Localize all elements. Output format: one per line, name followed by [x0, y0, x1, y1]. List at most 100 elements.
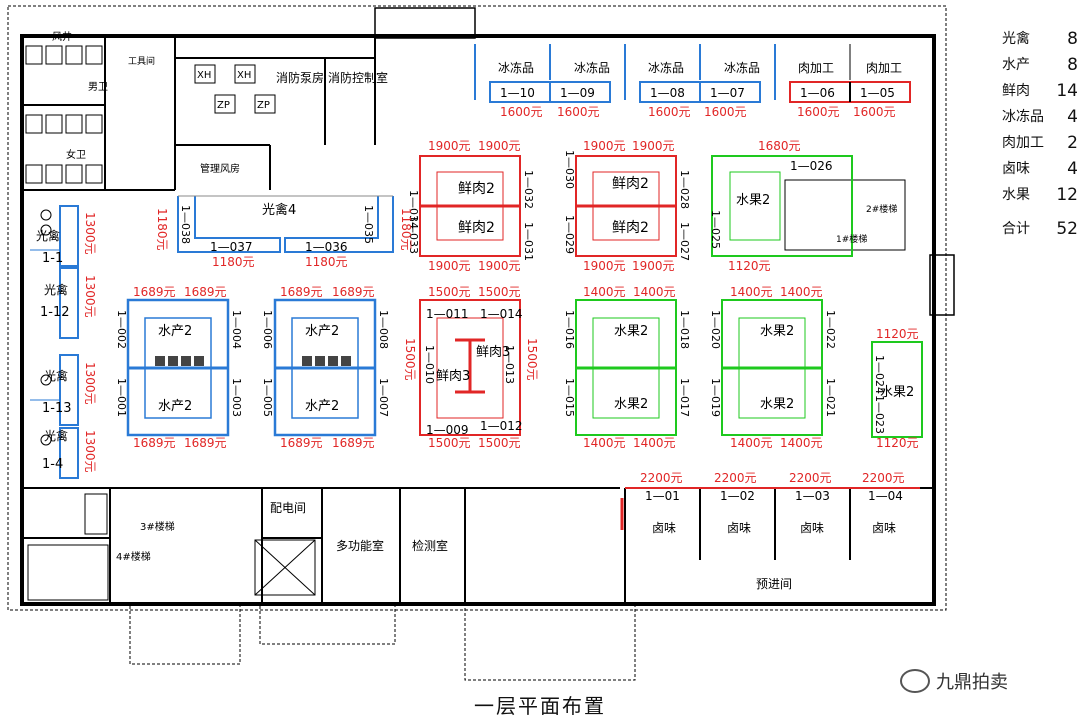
room-label: ZP: [217, 100, 230, 111]
group-label: 水果2: [760, 324, 794, 339]
price-label: 1120元: [876, 436, 919, 450]
price-label: 1300元: [83, 430, 97, 473]
group-label: 鲜肉2: [612, 220, 649, 236]
group-label: 冰冻品: [574, 60, 610, 75]
group-label: 水果2: [736, 193, 770, 208]
watermark-text: 九鼎拍卖: [936, 672, 1008, 693]
legend-total-count: 52: [1056, 219, 1078, 239]
group-label: 肉加工: [798, 61, 834, 75]
stall-labels-vertical: 1—034 1—033 1—032 1—031 1—030 1—029 1—02…: [115, 150, 886, 434]
stall-label: 1—025: [709, 210, 722, 249]
price-label: 1900元: [428, 139, 471, 153]
stall-label: 1-4: [42, 457, 63, 472]
room-label: 4#楼梯: [116, 550, 151, 563]
stall-label: 1—032: [522, 170, 535, 209]
room-label: 女卫: [66, 148, 86, 161]
pump-units: [194, 64, 276, 114]
braised-row: [620, 487, 920, 530]
toilet-fixtures: [25, 45, 103, 446]
room-label: 工具间: [128, 55, 155, 67]
price-label: 1900元: [478, 259, 521, 273]
price-label: 1400元: [730, 436, 773, 450]
price-label: 1689元: [332, 436, 375, 450]
legend-count: 12: [1056, 185, 1078, 205]
group-label: 鲜肉3: [476, 345, 510, 360]
price-labels: 1600元 1600元 1600元 1600元 1600元 1600元 1900…: [83, 105, 919, 485]
price-label: 1689元: [133, 436, 176, 450]
group-label: 卤味: [800, 521, 824, 535]
stall-label: 1—029: [563, 215, 576, 254]
room-label: XH: [197, 70, 211, 81]
group-label: 水果2: [614, 324, 648, 339]
stall-label: 1—035: [362, 205, 375, 244]
group-label: 肉加工: [866, 61, 902, 75]
price-label: 1689元: [133, 285, 176, 299]
stall-label: 1—034: [407, 190, 420, 229]
group-label: 卤味: [727, 521, 751, 535]
group-label: 水产2: [158, 324, 192, 339]
price-label: 1680元: [758, 139, 801, 153]
legend-total-name: 合计: [1002, 221, 1030, 237]
plan-title: 一层平面布置: [474, 694, 606, 718]
price-label: 1500元: [525, 338, 539, 381]
stall-label: 1—007: [377, 378, 390, 417]
legend-count: 2: [1067, 133, 1078, 153]
stall-label: 1—08: [650, 86, 685, 100]
building-walls: [7, 5, 955, 681]
poultry-column: [30, 205, 79, 479]
price-label: 2200元: [640, 471, 683, 485]
stall-label: 1—010: [423, 345, 436, 384]
group-label: 水产2: [305, 399, 339, 414]
price-label: 2200元: [714, 471, 757, 485]
stall-label: 1—013: [503, 345, 516, 384]
legend-name: 冰冻品: [1002, 109, 1044, 125]
price-label: 1900元: [583, 139, 626, 153]
price-label: 1900元: [632, 259, 675, 273]
stall-label: 1—015: [563, 378, 576, 417]
freshmeat-blocks: [419, 155, 677, 436]
group-label: 鲜肉2: [458, 220, 495, 236]
price-label: 1180元: [399, 208, 413, 251]
stall-label: 1—033: [407, 215, 420, 254]
stall-label: 1—002: [115, 310, 128, 349]
legend-count: 4: [1067, 159, 1078, 179]
price-label: 1900元: [632, 139, 675, 153]
group-label: 水果2: [880, 385, 914, 400]
legend-count: 14: [1056, 81, 1078, 101]
room-label: 1#楼梯: [836, 233, 867, 245]
group-label: 冰冻品: [724, 60, 760, 75]
stall-label: 1—020: [709, 310, 722, 349]
legend-row: 卤味 4: [1002, 156, 1078, 182]
stall-label: 1—006: [261, 310, 274, 349]
stall-labels: 1—10 1—09 1—08 1—07 1—06 1—05 1—026 1—03…: [40, 86, 903, 503]
price-label: 1400元: [780, 436, 823, 450]
price-label: 1600元: [853, 105, 896, 119]
stall-label: 1—036: [305, 240, 348, 254]
fruit-blocks: [575, 155, 923, 438]
stall-label: 1—003: [230, 378, 243, 417]
price-label: 1500元: [403, 338, 417, 381]
group-label: 水产2: [305, 324, 339, 339]
room-label: XH: [237, 70, 251, 81]
stall-label: 1-12: [40, 305, 70, 320]
price-label: 1300元: [83, 275, 97, 318]
stall-label: 1—004: [230, 310, 243, 349]
price-label: 1400元: [583, 285, 626, 299]
price-label: 1900元: [583, 259, 626, 273]
stall-label: 1—03: [795, 489, 830, 503]
group-label: 水果2: [614, 397, 648, 412]
room-label: 男卫: [88, 81, 108, 93]
price-label: 1500元: [478, 436, 521, 450]
legend-name: 卤味: [1002, 161, 1030, 177]
price-label: 1900元: [478, 139, 521, 153]
stall-label: 1—016: [563, 310, 576, 349]
seafood-counters: [155, 356, 351, 366]
legend-name: 鲜肉: [1002, 83, 1030, 99]
group-label: 卤味: [872, 521, 896, 535]
price-label: 1400元: [633, 436, 676, 450]
group-label: 冰冻品: [648, 60, 684, 75]
price-label: 2200元: [862, 471, 905, 485]
room-label: 3#楼梯: [140, 520, 175, 533]
